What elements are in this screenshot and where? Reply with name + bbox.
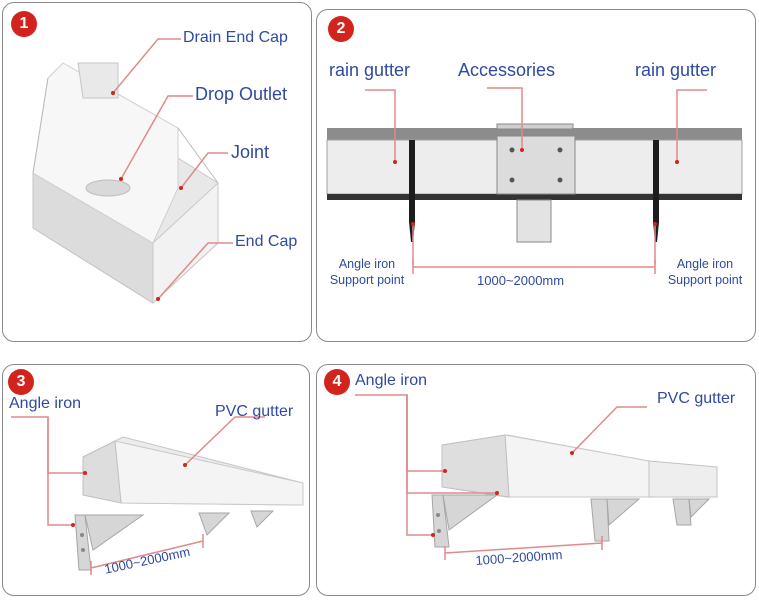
panel-3-pvc-gutter-install: 3 Angle iron PVC gutter 1000~2000mm (2, 364, 310, 596)
accessories-plate (496, 135, 576, 195)
angle-iron-support-left-label: Angle iron Support point (319, 256, 415, 288)
accessories-label: Accessories (458, 60, 556, 80)
angle-iron-label: Angle iron (355, 372, 428, 389)
drop-outlet-label: Drop Outlet (195, 84, 288, 104)
angle-iron-left-text: Angle iron (338, 257, 396, 271)
angle-iron-label: Angle iron (9, 395, 82, 412)
drain-end-cap-label: Drain End Cap (183, 29, 288, 46)
rain-gutter-left-label: rain gutter (329, 60, 411, 80)
panel-2-badge: 2 (328, 16, 354, 42)
angle-iron-support-right-label: Angle iron Support point (657, 256, 753, 288)
drop-outlet-hole (85, 179, 131, 197)
panel-1-gutter-parts: 1 Drain End Cap Drop Outlet Joint End Ca… (2, 2, 312, 342)
panel-1-badge: 1 (11, 11, 37, 37)
installation-schematic (326, 87, 743, 274)
pvc-gutter-long-illustration (355, 394, 718, 560)
end-cap-label: End Cap (235, 233, 298, 250)
angle-iron-left-shape (409, 140, 415, 222)
rain-gutter-right-label: rain gutter (635, 60, 717, 80)
support-point-left-text: Support point (329, 273, 405, 287)
pvc-gutter-photo-illustration (11, 416, 304, 575)
gutter-photo-illustration (32, 38, 233, 305)
joint-label: Joint (231, 142, 270, 162)
panel-4-badge: 4 (324, 369, 350, 395)
angle-iron-right-text: Angle iron (676, 257, 734, 271)
drain-end-cap-shape (77, 62, 119, 99)
panel-3-badge: 3 (8, 369, 34, 395)
pvc-gutter-label: PVC gutter (215, 403, 294, 420)
pvc-gutter-label: PVC gutter (657, 390, 736, 407)
angle-iron-right-shape (653, 140, 659, 222)
panel-4-pvc-gutter-install: 4 Angle iron PVC gutter 1000~2000mm (316, 364, 756, 596)
panel-2-installation-diagram: 2 rain gutter Accessories rain gutter An… (316, 9, 756, 342)
support-point-right-text: Support point (667, 273, 743, 287)
span-dimension-label: 1000~2000mm (477, 273, 565, 288)
